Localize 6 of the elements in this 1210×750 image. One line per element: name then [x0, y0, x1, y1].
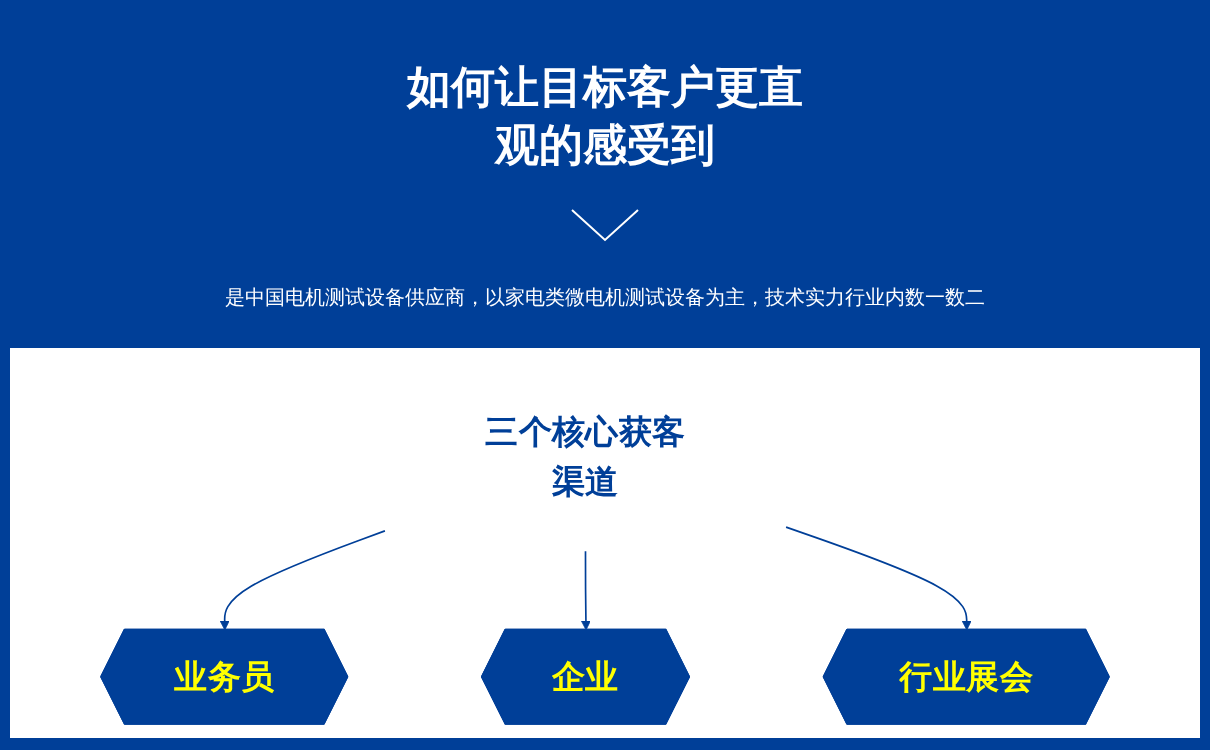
arrow: [219, 530, 386, 631]
arrow: [785, 526, 972, 631]
title: 如何让目标客户更直观的感受到: [405, 60, 804, 172]
node-text: 三个核心获客渠道: [485, 412, 686, 502]
subtitle: 是中国电机测试设备供应商，以家电类微电机测试设备为主，技术实力行业内数一数二: [224, 284, 986, 311]
arrow: [581, 550, 591, 631]
